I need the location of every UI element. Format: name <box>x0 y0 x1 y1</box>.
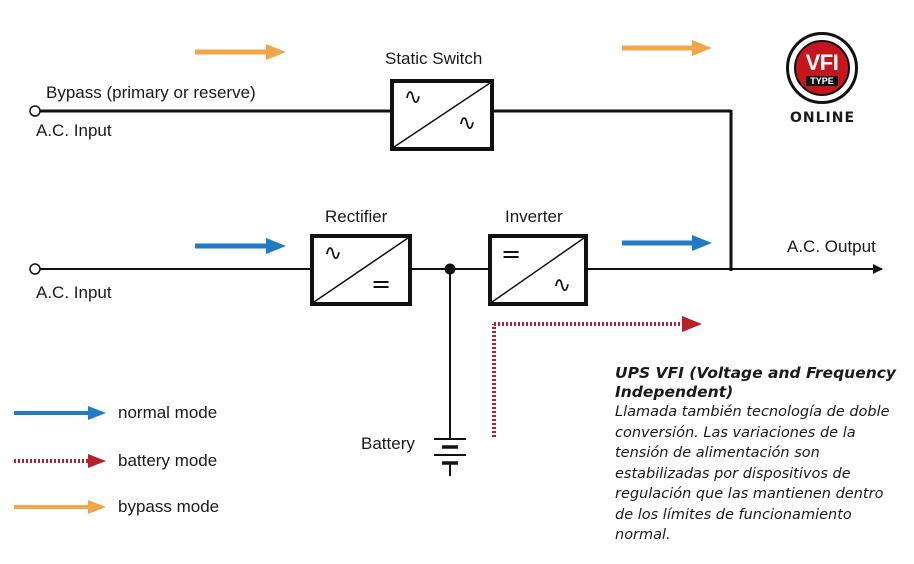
bypass-mode-arrow-left <box>195 44 286 60</box>
online-label: ONLINE <box>790 110 856 126</box>
battery-label: Battery <box>361 434 415 453</box>
vfi-badge-inner: VFI TYPE <box>794 40 850 96</box>
normal-mode-arrow-output <box>622 235 712 251</box>
inverter-label: Inverter <box>505 207 563 226</box>
static-switch-ac-out-symbol: ∿ <box>458 111 476 136</box>
battery-mode-arrow <box>492 316 702 437</box>
rectifier-ac-symbol: ∿ <box>324 241 342 266</box>
legend-normal-label: normal mode <box>118 403 218 422</box>
description-body: Llamada también tecnología de doble conv… <box>615 404 890 543</box>
main-input-terminal <box>29 263 41 275</box>
static-switch-box: ∿ ∿ <box>390 79 494 151</box>
ac-input-bottom-label: A.C. Input <box>36 283 112 302</box>
ac-output-label: A.C. Output <box>787 237 876 256</box>
rectifier-box: ∿ = <box>310 234 412 306</box>
description-block: UPS VFI (Voltage and Frequency Independe… <box>615 364 905 546</box>
static-switch-label: Static Switch <box>385 49 483 68</box>
legend-normal-arrow <box>14 406 106 420</box>
legend-battery-arrow <box>14 454 106 468</box>
rectifier-dc-symbol: = <box>371 270 391 298</box>
vfi-badge: VFI TYPE <box>786 32 858 104</box>
inverter-ac-symbol: ∿ <box>553 273 571 298</box>
vfi-badge-text: VFI <box>805 50 839 75</box>
battery-symbol <box>434 438 466 476</box>
bypass-input-terminal <box>29 105 41 117</box>
inverter-box: = ∿ <box>488 234 588 306</box>
bypass-mode-arrow-right <box>622 40 712 56</box>
static-switch-ac-in-symbol: ∿ <box>404 85 422 110</box>
inverter-dc-symbol: = <box>501 240 521 268</box>
description-title: UPS VFI (Voltage and Frequency Independe… <box>615 364 897 401</box>
vfi-badge-type: TYPE <box>806 76 838 86</box>
legend-bypass-arrow <box>14 500 106 514</box>
normal-mode-arrow-input <box>195 238 286 254</box>
rectifier-label: Rectifier <box>325 207 388 226</box>
legend-bypass-label: bypass mode <box>118 497 220 516</box>
ac-input-top-label: A.C. Input <box>36 121 112 140</box>
legend-battery-label: battery mode <box>118 451 218 470</box>
bypass-label: Bypass (primary or reserve) <box>46 83 256 102</box>
